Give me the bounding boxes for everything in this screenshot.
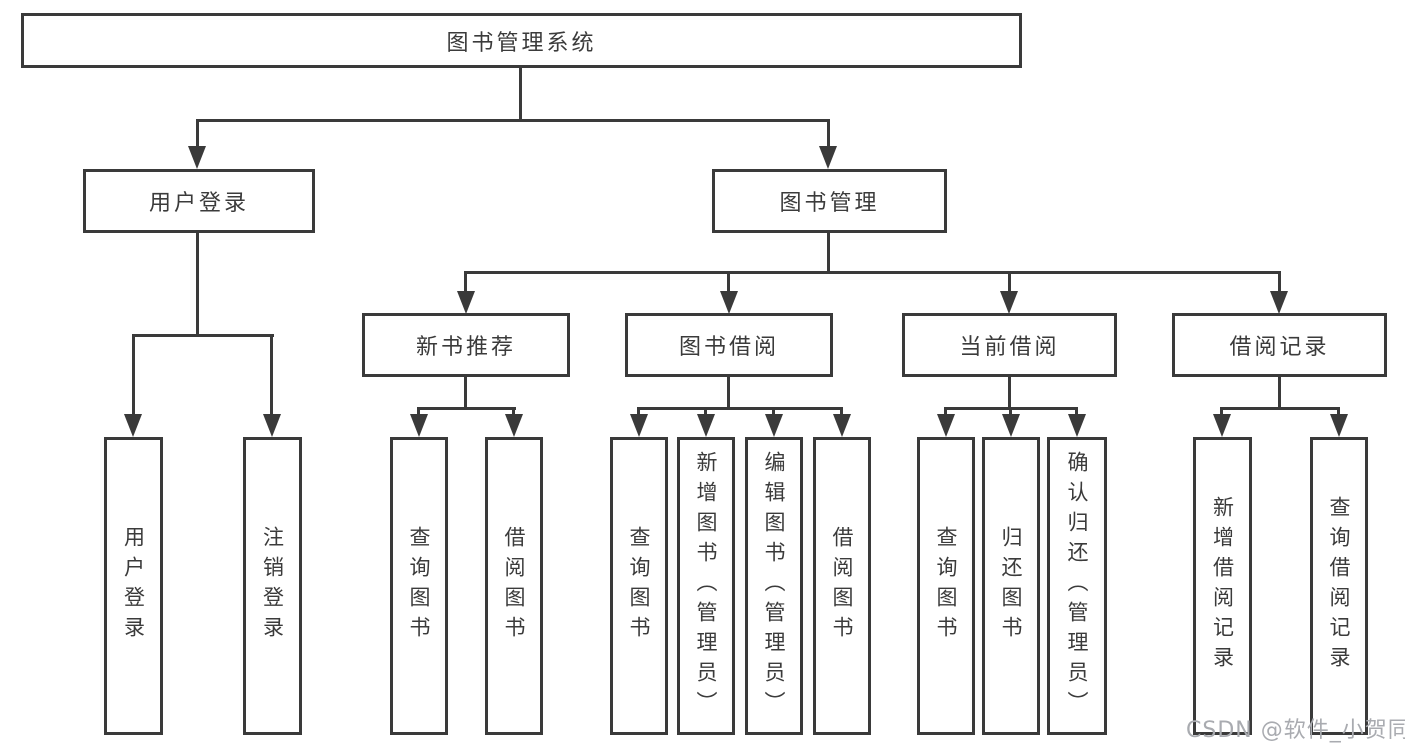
connector-arrowhead (124, 414, 142, 437)
connector-line (417, 407, 420, 417)
connector-line (132, 334, 274, 337)
connector-line (727, 271, 730, 293)
node-new-book-recommend: 新书推荐 (362, 313, 570, 377)
connector-line (827, 119, 830, 147)
node-label: 用户登录 (148, 191, 249, 216)
node-label: 查询图书 (627, 526, 651, 646)
node-label: 新增借阅记录 (1210, 496, 1235, 676)
leaf-user-login: 用户登录 (104, 437, 163, 735)
connector-line (840, 407, 843, 417)
connector-arrowhead (819, 146, 837, 169)
connector-line (1337, 407, 1340, 417)
connector-line (827, 233, 830, 273)
connector-line (704, 407, 707, 417)
connector-arrowhead (505, 414, 523, 437)
node-root: 图书管理系统 (21, 13, 1022, 68)
connector-line (1278, 271, 1281, 293)
connector-line (944, 407, 947, 417)
node-label: 查询图书 (934, 526, 958, 646)
leaf-confirm-return-admin: 确认归还（管理员） (1047, 437, 1107, 735)
leaf-edit-book-admin: 编辑图书（管理员） (745, 437, 803, 735)
connector-line (727, 377, 730, 409)
node-borrowing-records: 借阅记录 (1172, 313, 1387, 377)
connector-arrowhead (1002, 414, 1020, 437)
node-label: 用户登录 (121, 526, 146, 646)
node-book-borrowing: 图书借阅 (625, 313, 833, 377)
leaf-add-borrow-record: 新增借阅记录 (1193, 437, 1252, 735)
connector-line (132, 334, 135, 416)
node-label: 借阅记录 (1229, 335, 1330, 360)
node-label: 图书借阅 (678, 335, 779, 360)
node-label: 新增图书（管理员） (694, 451, 718, 721)
leaf-borrow-book-borrowing: 借阅图书 (813, 437, 871, 735)
node-label: 借阅图书 (502, 526, 526, 646)
connector-line (772, 407, 775, 417)
connector-line (1008, 271, 1011, 293)
connector-arrowhead (833, 414, 851, 437)
connector-arrowhead (188, 146, 206, 169)
connector-arrowhead (1000, 291, 1018, 314)
connector-arrowhead (1213, 414, 1231, 437)
leaf-query-borrow-record: 查询借阅记录 (1310, 437, 1368, 735)
connector-line (418, 407, 516, 410)
connector-line (1008, 377, 1011, 409)
connector-arrowhead (1068, 414, 1086, 437)
connector-line (638, 407, 843, 410)
connector-line (512, 407, 515, 417)
node-user-login: 用户登录 (83, 169, 315, 233)
leaf-logout-login: 注销登录 (243, 437, 302, 735)
leaf-query-book-borrowing: 查询图书 (610, 437, 668, 735)
node-label: 新书推荐 (415, 335, 516, 360)
connector-arrowhead (937, 414, 955, 437)
connector-line (196, 233, 199, 335)
leaf-query-book-recommend: 查询图书 (390, 437, 448, 735)
connector-line (1278, 377, 1281, 409)
node-label: 图书管理系统 (446, 30, 597, 56)
leaf-borrow-book-recommend: 借阅图书 (485, 437, 543, 735)
connector-line (1220, 407, 1223, 417)
leaf-add-book-admin: 新增图书（管理员） (677, 437, 735, 735)
connector-arrowhead (697, 414, 715, 437)
node-book-management: 图书管理 (712, 169, 947, 233)
leaf-return-book: 归还图书 (982, 437, 1040, 735)
connector-line (1075, 407, 1078, 417)
connector-arrowhead (720, 291, 738, 314)
node-label: 查询借阅记录 (1327, 496, 1351, 676)
node-label: 编辑图书（管理员） (762, 451, 786, 721)
connector-line (637, 407, 640, 417)
connector-line (270, 334, 273, 416)
connector-line (519, 68, 522, 120)
node-label: 注销登录 (260, 526, 285, 646)
connector-line (1221, 407, 1340, 410)
leaf-query-book-current: 查询图书 (917, 437, 975, 735)
csdn-watermark: CSDN @软件_小贺同学 (1186, 718, 1405, 743)
node-current-borrowing: 当前借阅 (902, 313, 1117, 377)
connector-line (465, 271, 1281, 274)
connector-line (464, 377, 467, 409)
connector-line (1009, 407, 1012, 417)
node-label: 当前借阅 (959, 335, 1060, 360)
node-label: 借阅图书 (830, 526, 854, 646)
node-label: 归还图书 (999, 526, 1023, 646)
connector-line (196, 119, 199, 147)
node-label: 图书管理 (779, 191, 880, 216)
connector-line (464, 271, 467, 293)
connector-arrowhead (765, 414, 783, 437)
connector-line (196, 119, 830, 122)
connector-arrowhead (630, 414, 648, 437)
connector-arrowhead (1330, 414, 1348, 437)
node-label: 查询图书 (407, 526, 431, 646)
node-label: 确认归还（管理员） (1065, 451, 1089, 721)
connector-arrowhead (457, 291, 475, 314)
connector-arrowhead (263, 414, 281, 437)
connector-arrowhead (410, 414, 428, 437)
connector-arrowhead (1270, 291, 1288, 314)
